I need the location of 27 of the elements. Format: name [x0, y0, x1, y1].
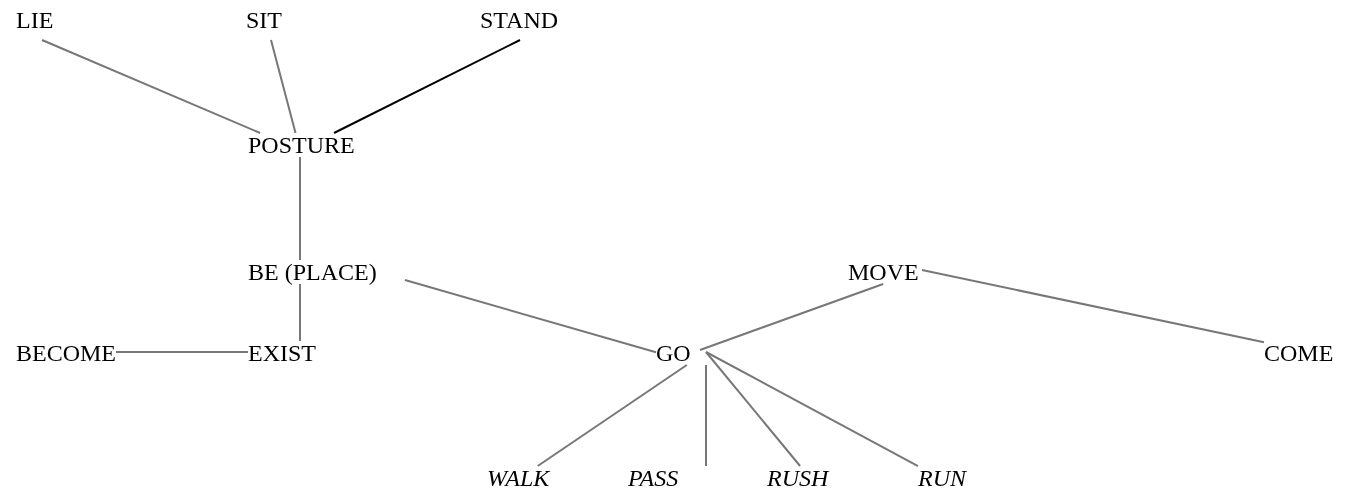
- word-label: EXIST: [248, 339, 316, 367]
- connector-line: [536, 364, 688, 467]
- word-label: WALK: [487, 464, 550, 492]
- word-label: BECOME: [16, 339, 116, 367]
- word-label: RUSH: [767, 464, 829, 492]
- word-label: POSTURE: [248, 131, 355, 159]
- connector-line: [705, 351, 919, 468]
- word-label: GO: [656, 339, 691, 367]
- connector-line: [921, 269, 1265, 344]
- connector-line: [115, 351, 249, 353]
- connector-line: [705, 351, 802, 467]
- connector-line: [41, 39, 262, 134]
- word-label: LIE: [16, 6, 54, 34]
- word-label: RUN: [918, 464, 966, 492]
- word-label: COME: [1264, 339, 1334, 367]
- connector-line: [299, 156, 301, 261]
- connector-line: [404, 279, 657, 354]
- connector-line: [699, 283, 885, 351]
- connector-line: [270, 39, 297, 134]
- connector-line: [705, 364, 707, 467]
- connector-line: [333, 39, 521, 134]
- word-label: STAND: [480, 6, 559, 34]
- word-label: PASS: [628, 464, 679, 492]
- connector-line: [299, 283, 301, 342]
- word-label: SIT: [246, 6, 282, 34]
- word-label: BE (PLACE): [248, 258, 377, 286]
- word-label: MOVE: [848, 258, 919, 286]
